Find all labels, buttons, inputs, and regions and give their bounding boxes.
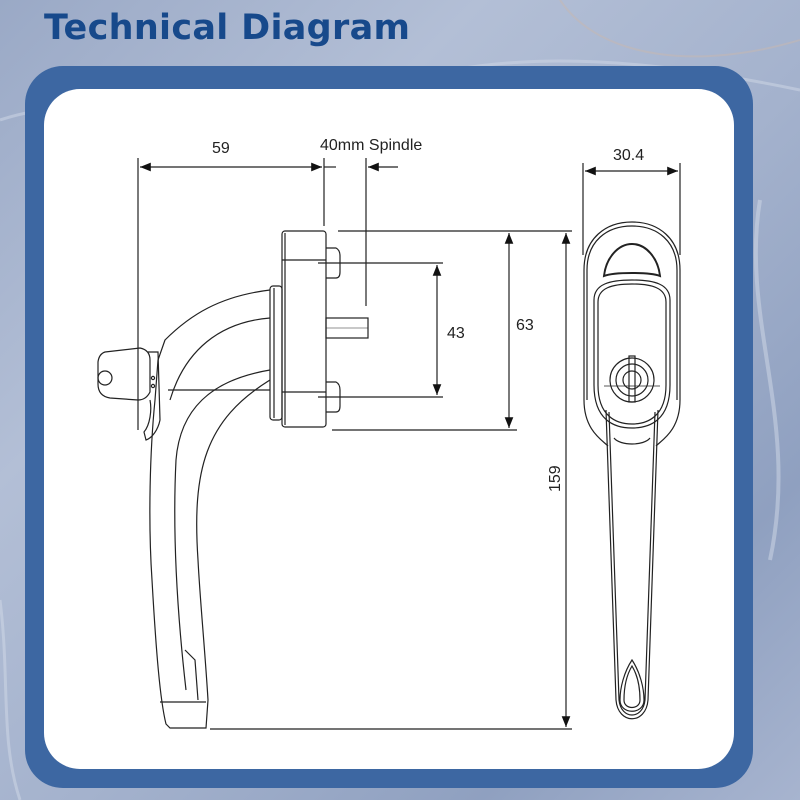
dimension-159: 159 [547,233,571,727]
dimension-63: 63 [504,233,534,428]
dim-label-59: 59 [212,140,230,157]
dimension-59: 59 [137,140,325,430]
front-view [583,221,681,720]
side-view-handle [97,289,271,729]
dimension-spindle: 40mm Spindle [320,137,422,306]
page-title: Technical Diagram [44,8,411,48]
dimension-43: 43 [432,265,465,395]
dimension-30-4: 30.4 [582,147,681,255]
diagram-panel [44,89,734,769]
dim-label-spindle: 40mm Spindle [320,137,422,154]
dim-label-63: 63 [516,317,534,334]
side-view-base [269,230,369,428]
extension-lines [210,230,572,730]
dim-label-30-4: 30.4 [613,147,644,164]
dim-label-43: 43 [447,325,465,342]
dim-label-159: 159 [547,465,564,492]
